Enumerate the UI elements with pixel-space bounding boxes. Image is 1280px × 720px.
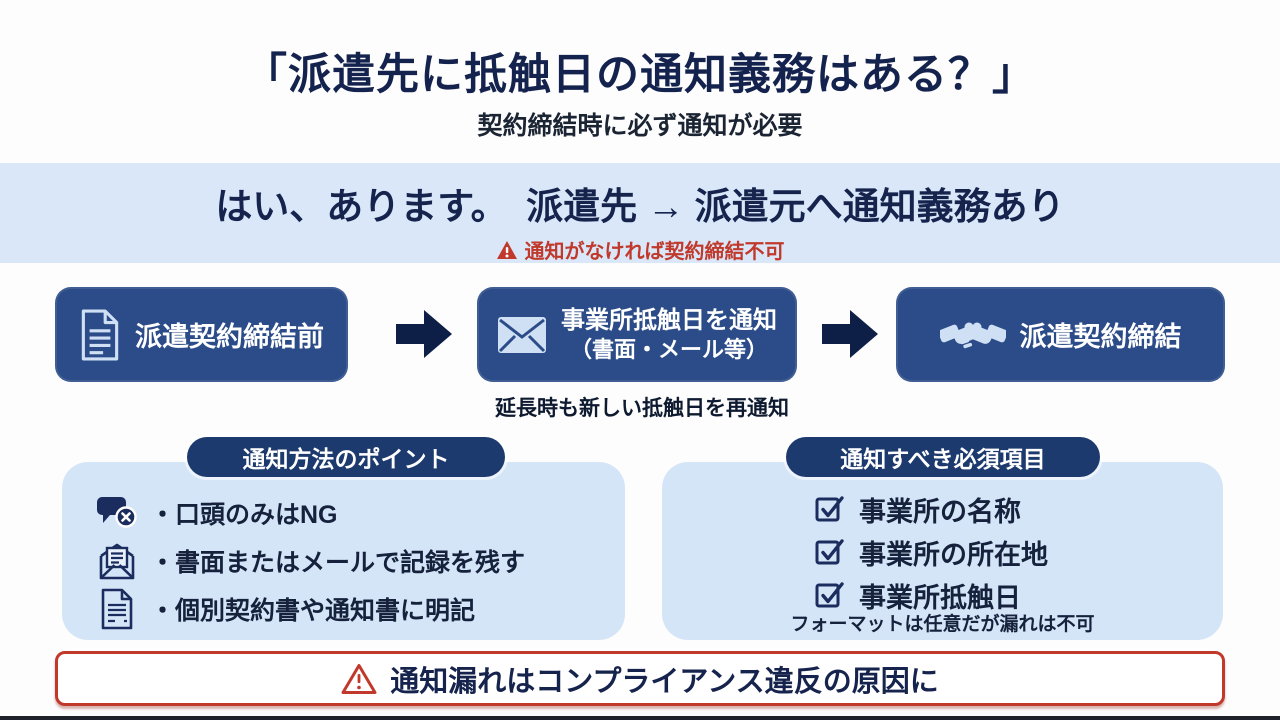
contract-doc-icon — [101, 588, 133, 630]
chat-ng-icon — [97, 497, 137, 528]
notification-method-list: ・口頭のみはNG ・書面またはメールで記録を残す — [96, 492, 525, 630]
flow-step-label: 派遣契約締結前 — [135, 322, 324, 352]
compliance-warning-text: 通知漏れはコンプライアンス違反の原因に — [390, 665, 939, 698]
warning-triangle-outline-icon — [341, 663, 377, 694]
bottom-edge-line — [0, 716, 1280, 720]
flow-step-contract-signed: 派遣契約締結 — [896, 287, 1225, 382]
required-items-panel — [662, 462, 1223, 640]
document-icon — [81, 309, 119, 360]
list-item: ・口頭のみはNG — [96, 492, 525, 534]
flow-step-line1: 事業所抵触日を通知 — [561, 306, 777, 334]
required-items-list: 事業所の名称 事業所の所在地 事業所抵触日 — [815, 489, 1048, 615]
right-arrow-icon — [822, 310, 878, 358]
page-title: 「派遣先に抵触日の通知義務はある？」 — [244, 51, 1036, 99]
list-item-text: ・口頭のみはNG — [150, 501, 338, 529]
required-items-header: 通知すべき必須項目 — [786, 437, 1100, 477]
list-item-text: ・個別契約書や通知書に明記 — [150, 597, 476, 625]
icon-box — [96, 541, 138, 581]
compliance-warning-banner: 通知漏れはコンプライアンス違反の原因に — [55, 651, 1225, 706]
required-items-note: フォーマットは任意だが漏れは不可 — [790, 614, 1095, 635]
answer-warning: 通知がなければ契約締結不可 — [0, 235, 1280, 264]
answer-banner: はい、あります。 派遣先 → 派遣元へ通知義務あり 通知がなければ契約締結不可 — [0, 163, 1280, 263]
flow-step-label: 事業所抵触日を通知 （書面・メール等） — [561, 306, 777, 364]
checkbox-checked-icon — [815, 496, 844, 522]
checklist-item-text: 事業所の所在地 — [859, 539, 1048, 570]
list-item-text: ・書面またはメールで記録を残す — [150, 549, 526, 577]
checkbox-checked-icon — [815, 539, 844, 565]
envelope-icon — [498, 316, 546, 353]
flow-step-before-contract: 派遣契約締結前 — [55, 287, 348, 382]
checklist-item-text: 事業所抵触日 — [859, 582, 1021, 613]
page-subtitle: 契約締結時に必ず通知が必要 — [477, 112, 803, 140]
checklist-item: 事業所の所在地 — [815, 532, 1048, 572]
flow-step-notify: 事業所抵触日を通知 （書面・メール等） — [477, 287, 797, 382]
answer-warning-text: 通知がなければ契約締結不可 — [524, 241, 785, 263]
icon-box — [96, 495, 138, 531]
notification-method-panel — [62, 462, 625, 640]
checklist-item: 事業所の名称 — [815, 489, 1048, 529]
flow-caption: 延長時も新しい抵触日を再通知 — [495, 397, 789, 420]
answer-main-text: はい、あります。 派遣先 → 派遣元へ通知義務あり — [215, 186, 1065, 227]
flow-step-label: 派遣契約締結 — [1019, 322, 1182, 352]
mail-record-icon — [99, 543, 135, 580]
checklist-item-text: 事業所の名称 — [859, 496, 1021, 527]
notification-method-header: 通知方法のポイント — [187, 437, 505, 477]
handshake-icon — [939, 322, 1006, 348]
right-arrow-icon — [396, 310, 452, 358]
list-item: ・個別契約書や通知書に明記 — [96, 588, 525, 630]
icon-box — [96, 588, 138, 630]
checkbox-checked-icon — [815, 582, 844, 608]
warning-triangle-filled-icon — [496, 240, 517, 259]
checklist-item: 事業所抵触日 — [815, 575, 1048, 615]
list-item: ・書面またはメールで記録を残す — [96, 540, 525, 582]
flow-step-line2: （書面・メール等） — [569, 336, 768, 362]
